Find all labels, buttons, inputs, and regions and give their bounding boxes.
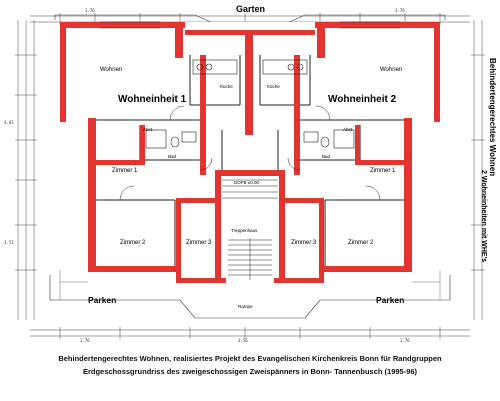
living-right-label: Wohnen: [380, 67, 403, 73]
dim-bottom-a: 1.76: [80, 338, 90, 343]
room1-left-label: Zimmer 1: [112, 168, 138, 174]
bath-left-label: Bad: [168, 154, 177, 159]
ramp-label: Rampe: [238, 304, 253, 309]
dim-top-right: 3.76: [395, 8, 405, 13]
garden-label: Garten: [236, 4, 266, 14]
parking-right-label: Parken: [376, 295, 405, 305]
bath-right-label: Bad: [322, 154, 331, 159]
stair-note: DOFB ±0.00: [234, 180, 259, 185]
stair-label: Treppenhaus: [231, 228, 258, 233]
kitchen-left-label: Küche: [220, 84, 233, 89]
unit2-label: Wohneinheit 2: [328, 94, 397, 105]
kitchen-fixtures: [192, 59, 308, 75]
bearing-walls: [60, 22, 440, 283]
caption-line-1: Behindertengerechtes Wohnen, realisierte…: [58, 354, 442, 363]
dim-bottom-b: 3.56: [238, 338, 248, 343]
kitchen-right-label: Küche: [267, 84, 280, 89]
dim-side-b: 3.51: [4, 240, 14, 245]
room3-right-label: Zimmer 3: [291, 240, 317, 246]
side-title: Behindertengerechtes Wohnen: [488, 58, 497, 177]
dim-bottom-c: 1.76: [400, 338, 410, 343]
parking-left-label: Parken: [88, 295, 117, 305]
stair-treads: [222, 179, 278, 280]
abst-left-label: Abst.: [143, 127, 154, 132]
living-left-label: Wohnen: [100, 67, 123, 73]
room2-left-label: Zimmer 2: [120, 240, 146, 246]
unit1-label: Wohneinheit 1: [118, 94, 187, 105]
caption-line-2: Erdgeschossgrundriss des zweigeschossige…: [82, 367, 418, 376]
parking-hatch: [59, 270, 441, 300]
door-swings: [119, 105, 381, 201]
room1-right-label: Zimmer 1: [370, 168, 396, 174]
room2-right-label: Zimmer 2: [348, 240, 374, 246]
window-markers: [100, 21, 400, 29]
dim-top-left: 3.76: [85, 8, 95, 13]
dim-side-a: 4.01: [4, 120, 14, 125]
abst-right-label: Abst.: [343, 127, 354, 132]
bathroom-fixtures: [145, 129, 355, 149]
side-subtitle: 2 Wohneinheiten mit WHE's: [480, 170, 487, 263]
room3-left-label: Zimmer 3: [186, 240, 212, 246]
